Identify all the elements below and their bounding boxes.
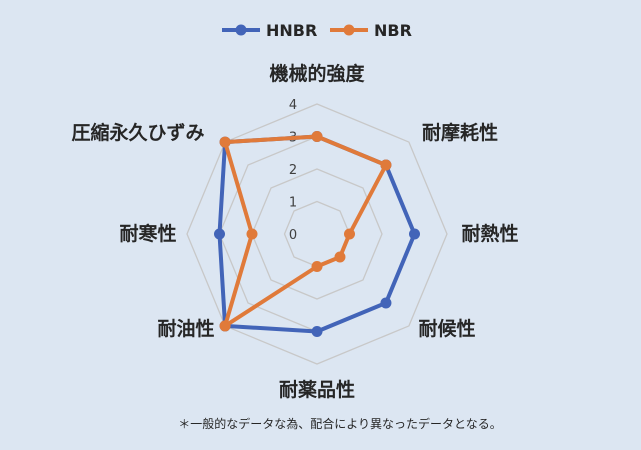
category-label-2: 耐熱性: [461, 222, 518, 245]
category-label-7: 圧縮永久ひずみ: [71, 121, 204, 144]
series-point-nbr-5: [219, 320, 231, 332]
footnote: ＊一般的なデータな為、配合により異なったデータとなる。: [178, 416, 501, 431]
series-point-hnbr-3: [380, 297, 392, 309]
category-label-1: 耐摩耗性: [422, 121, 498, 144]
series-nbr: [219, 131, 392, 332]
series-point-hnbr-4: [311, 326, 323, 337]
legend-marker-nbr: [343, 24, 355, 36]
series-point-hnbr-6: [214, 228, 225, 240]
legend-item-hnbr: HNBR: [222, 21, 317, 40]
category-label-0: 機械的強度: [269, 62, 365, 85]
grid-ring-4: [186, 103, 448, 365]
category-label-4: 耐薬品性: [279, 378, 355, 401]
category-label-3: 耐候性: [418, 317, 475, 340]
category-label-6: 耐寒性: [119, 222, 176, 245]
tick-label-4: 4: [289, 98, 297, 113]
legend-label-hnbr: HNBR: [266, 21, 317, 40]
tick-label-2: 2: [289, 163, 297, 178]
series-point-nbr-6: [246, 228, 258, 240]
series-point-nbr-7: [219, 136, 231, 148]
legend: HNBR NBR: [222, 21, 412, 40]
series-point-nbr-2: [344, 228, 355, 240]
series-layer: [214, 131, 420, 337]
grid-ring-2: [251, 168, 383, 300]
tick-label-0: 0: [289, 228, 297, 243]
series-point-nbr-0: [311, 131, 323, 142]
legend-marker-hnbr: [235, 24, 247, 36]
legend-item-nbr: NBR: [330, 21, 412, 40]
series-point-hnbr-2: [409, 228, 420, 240]
tick-label-1: 1: [289, 196, 297, 211]
series-point-nbr-4: [311, 261, 323, 272]
category-label-5: 耐油性: [157, 317, 214, 340]
legend-label-nbr: NBR: [374, 21, 412, 40]
series-point-nbr-1: [380, 159, 392, 171]
series-point-nbr-3: [334, 251, 346, 263]
series-hnbr: [214, 131, 420, 337]
